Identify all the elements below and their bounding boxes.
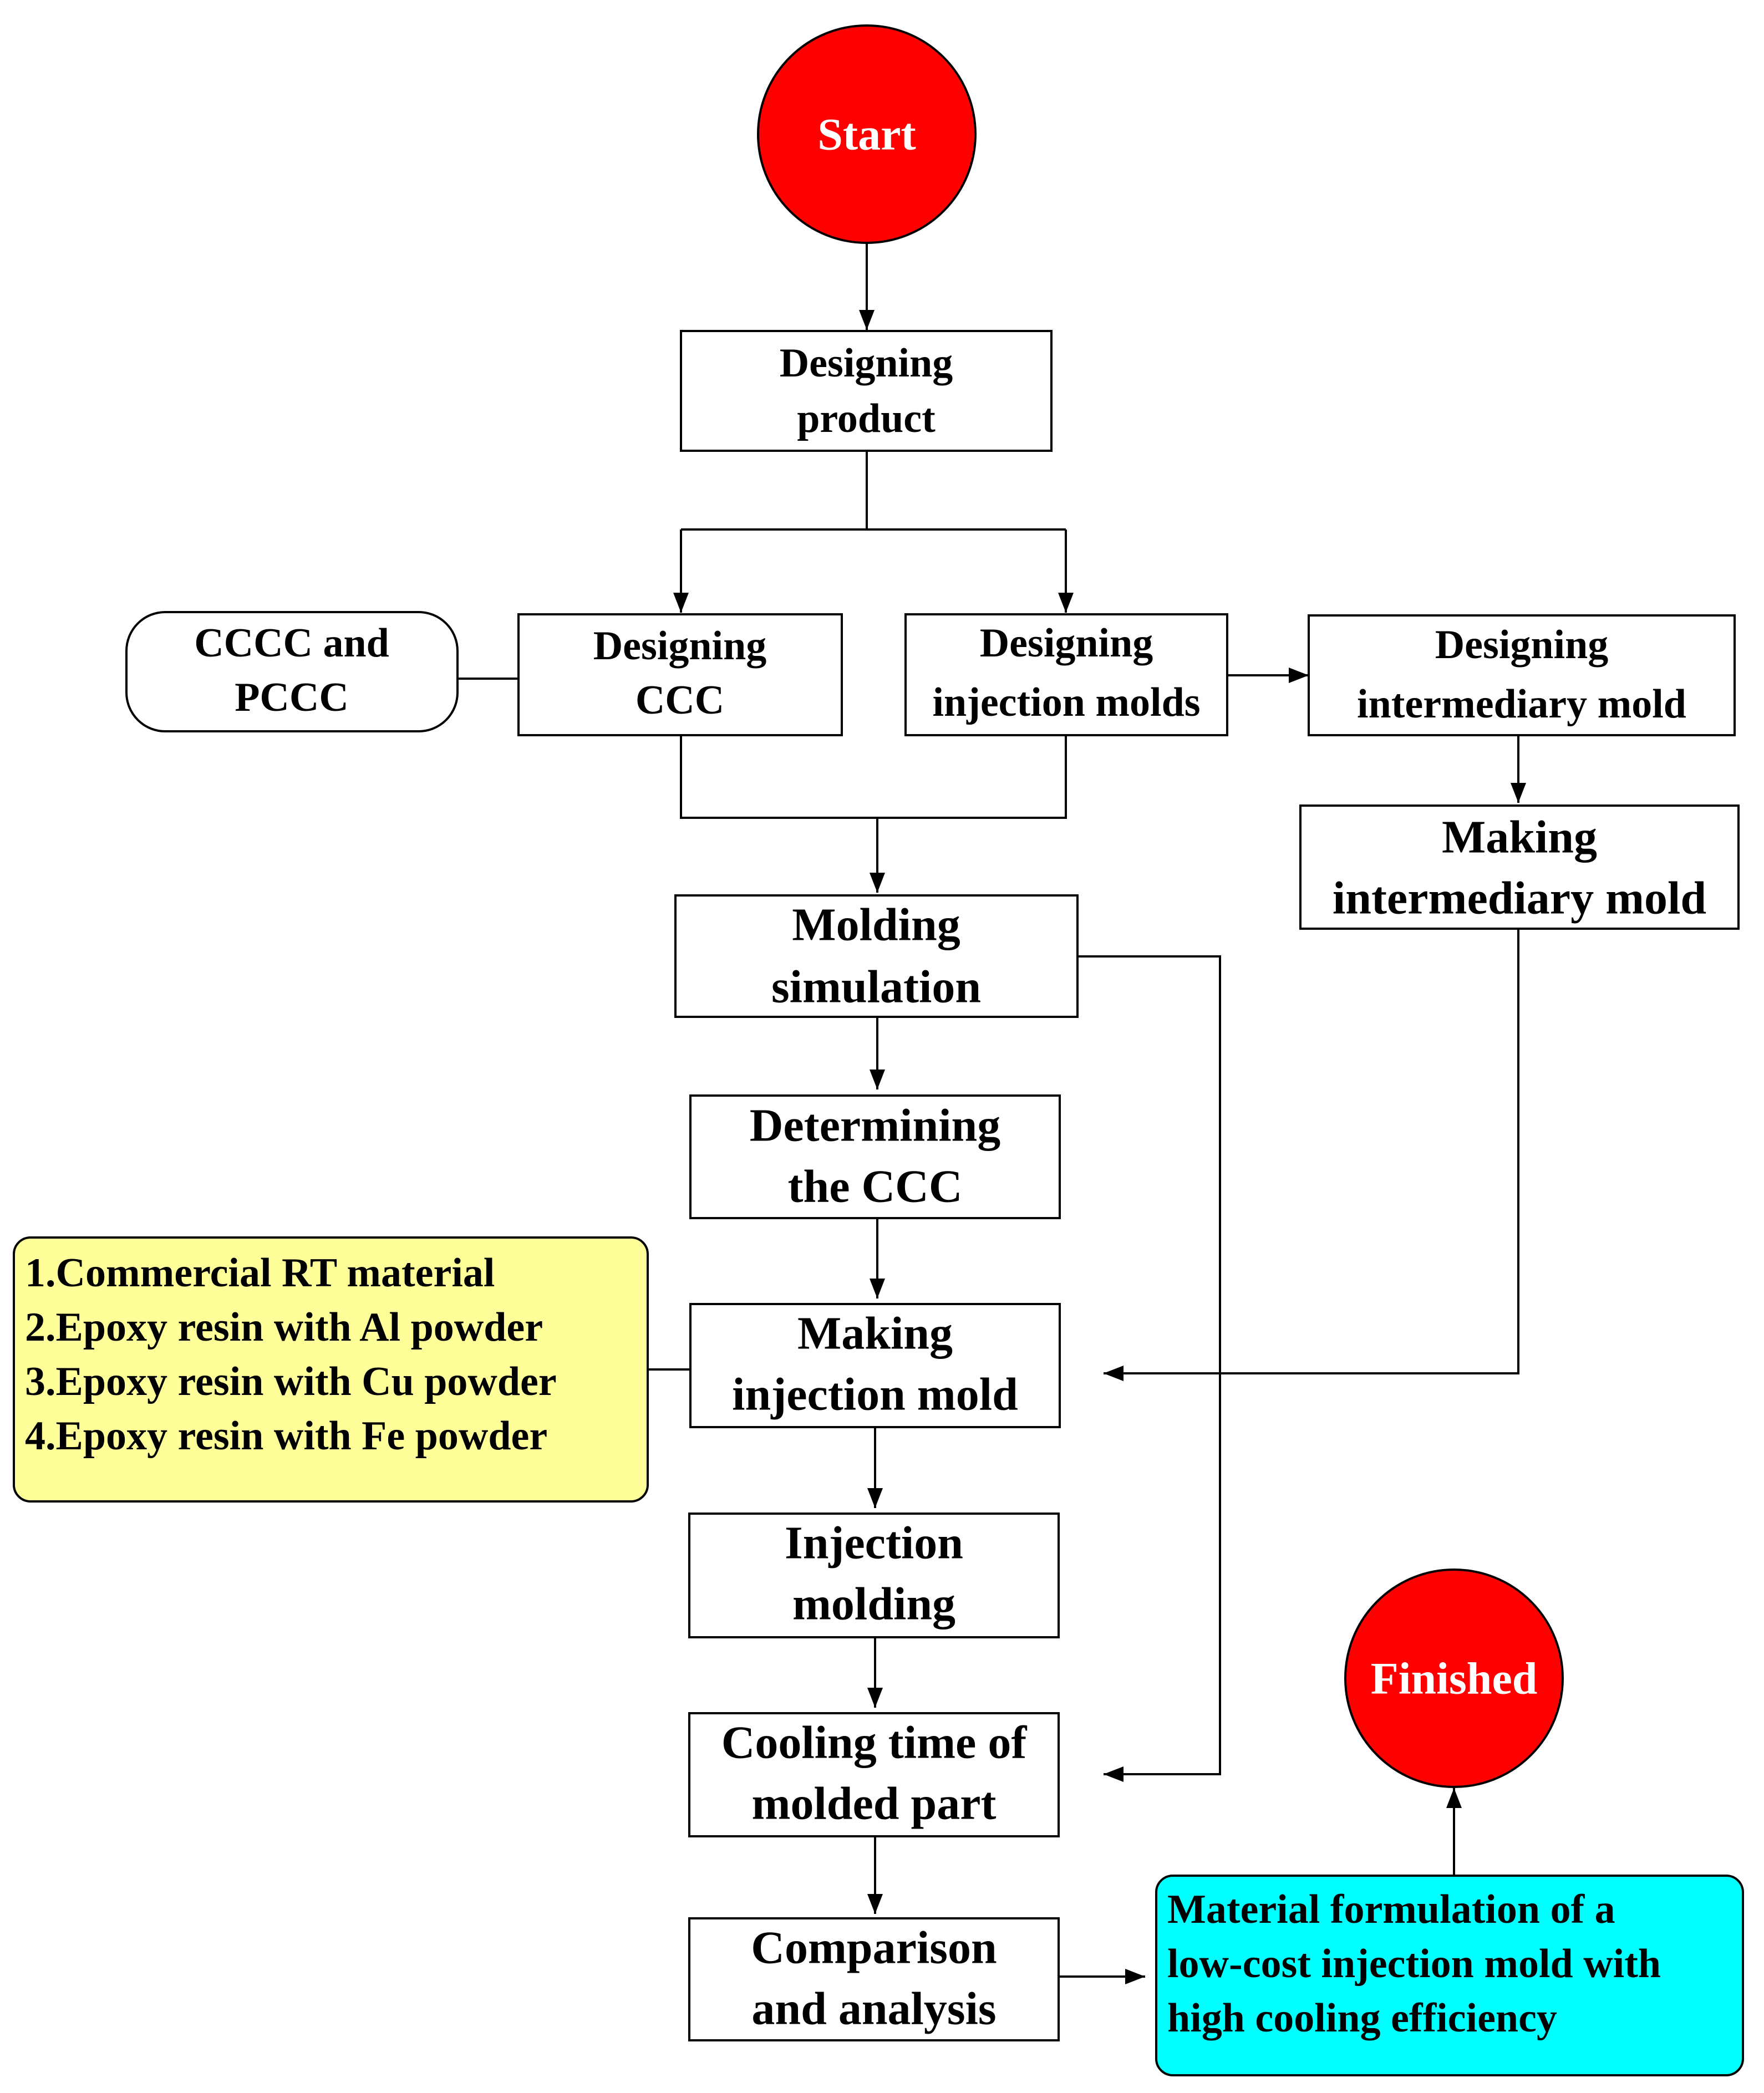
designing-product-line-1: Designing (780, 340, 953, 386)
designing-product-node: Designing product (680, 330, 1053, 452)
finished-label: Finished (1371, 1653, 1538, 1704)
injection-molding-node: Injection molding (688, 1513, 1060, 1638)
arrow-simulation-to-cooling (1077, 955, 1221, 1782)
injection-molding-line-2: molding (792, 1578, 955, 1630)
designing-intermediary-mold-node: Designing intermediary mold (1308, 614, 1736, 736)
making-injection-mold-node: Making injection mold (689, 1303, 1061, 1428)
material-item-4: 4.Epoxy resin with Fe powder (25, 1413, 547, 1459)
comparison-analysis-node: Comparison and analysis (688, 1917, 1060, 2041)
start-label: Start (817, 109, 916, 160)
start-circle (757, 24, 977, 244)
designing-intermediary-mold-line-1: Designing (1435, 622, 1609, 668)
making-intermediary-mold-line-2: intermediary mold (1333, 873, 1706, 924)
arrow-intermediary-to-making-mold (1104, 929, 1519, 1381)
cooling-time-node: Cooling time of molded part (688, 1712, 1060, 1837)
finished-circle (1344, 1569, 1564, 1788)
determining-ccc-line-1: Determining (750, 1100, 1001, 1152)
molding-simulation-node: Molding simulation (674, 894, 1079, 1018)
cccc-pccc-line-1: CCCC and (194, 620, 389, 666)
material-item-1: 1.Commercial RT material (25, 1250, 495, 1296)
line-merge-ccc-molds (680, 735, 1067, 819)
start-node: Start (757, 24, 977, 244)
material-formulation-line-2: low-cost injection mold with (1167, 1941, 1661, 1987)
molding-simulation-line-1: Molding (792, 899, 960, 951)
designing-injection-molds-node: Designing injection molds (904, 613, 1228, 736)
cooling-time-line-1: Cooling time of (721, 1717, 1028, 1769)
comparison-analysis-line-2: and analysis (751, 1983, 996, 2035)
connectors (457, 243, 1526, 1984)
material-item-2: 2.Epoxy resin with Al powder (25, 1305, 543, 1350)
determining-ccc-line-2: the CCC (788, 1161, 963, 1213)
material-formulation-node: Material formulation of a low-cost injec… (1155, 1875, 1744, 2076)
cccc-pccc-node: CCCC and PCCC (125, 611, 459, 732)
material-formulation-line-1: Material formulation of a (1167, 1887, 1615, 1932)
designing-injection-molds-line-1: Designing (980, 620, 1153, 666)
designing-ccc-line-1: Designing (593, 623, 767, 669)
designing-ccc-node: Designing CCC (517, 613, 843, 736)
designing-injection-molds-line-2: injection molds (932, 680, 1200, 725)
making-intermediary-mold-line-1: Making (1442, 812, 1597, 863)
molding-simulation-line-2: simulation (771, 961, 981, 1013)
materials-node: 1.Commercial RT material 2.Epoxy resin w… (13, 1236, 649, 1503)
cooling-time-line-2: molded part (752, 1778, 997, 1830)
material-item-3: 3.Epoxy resin with Cu powder (25, 1359, 557, 1404)
making-injection-mold-line-2: injection mold (732, 1369, 1018, 1420)
making-intermediary-mold-node: Making intermediary mold (1299, 804, 1740, 930)
making-injection-mold-line-1: Making (797, 1308, 953, 1359)
cccc-pccc-line-2: PCCC (235, 675, 349, 720)
designing-ccc-line-2: CCC (636, 678, 724, 723)
injection-molding-line-1: Injection (785, 1517, 963, 1569)
determining-ccc-node: Determining the CCC (689, 1094, 1061, 1219)
designing-product-line-2: product (797, 396, 936, 441)
designing-intermediary-mold-line-2: intermediary mold (1357, 681, 1686, 727)
finished-node: Finished (1344, 1569, 1564, 1788)
material-formulation-line-3: high cooling efficiency (1167, 1995, 1557, 2041)
comparison-analysis-line-1: Comparison (751, 1922, 997, 1974)
